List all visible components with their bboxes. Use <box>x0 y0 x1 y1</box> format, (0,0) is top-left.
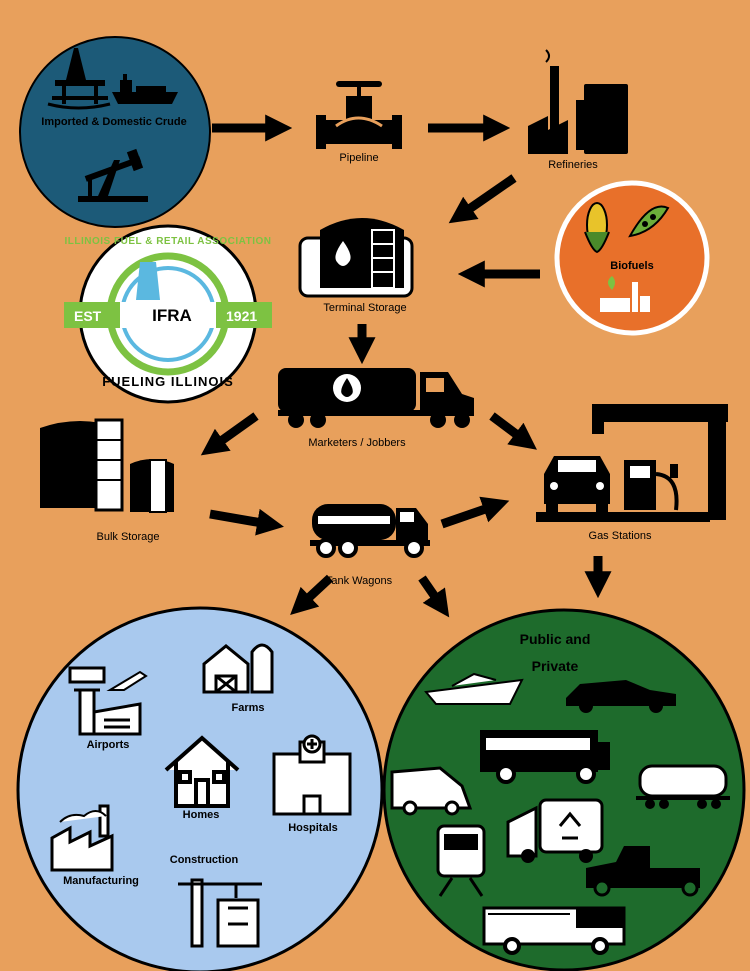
tanker-ship-icon <box>112 74 178 104</box>
marketers-label: Marketers / Jobbers <box>308 437 406 449</box>
arrow-wagons-to-gas <box>440 496 510 529</box>
sedan-icon <box>566 680 676 713</box>
ifra-logo <box>64 224 272 404</box>
farms-label: Farms <box>231 702 265 714</box>
bulk-tank-icon <box>40 418 174 513</box>
hangar-icon <box>92 702 142 736</box>
silo-icon <box>250 643 274 694</box>
school-bus-icon <box>480 730 610 784</box>
crude-label: Imported & Domestic Crude <box>41 116 187 128</box>
hospital-icon <box>272 734 352 816</box>
flow-arrows <box>200 114 612 618</box>
logo-est: EST <box>74 308 102 324</box>
logo-mark: IFRA <box>152 306 192 325</box>
oil-rig-icon <box>47 48 111 110</box>
train-icon <box>436 824 486 897</box>
logo-year: 1921 <box>226 308 258 324</box>
gas-station-icon <box>536 404 728 522</box>
pumpjack-icon <box>78 148 148 202</box>
terminal-label: Terminal Storage <box>323 302 407 314</box>
fuel-pump-icon <box>624 460 679 511</box>
plant-factory-icon <box>600 276 650 312</box>
manufacturing-label: Manufacturing <box>63 875 139 887</box>
pea-pod-icon <box>628 205 670 238</box>
biofuels-label: Biofuels <box>610 260 654 272</box>
arrow-refineries-to-terminal <box>448 174 517 224</box>
pipeline-label: Pipeline <box>339 152 379 164</box>
logo-top-text: ILLINOIS FUEL & RETAIL ASSOCIATION <box>64 236 272 247</box>
car-icon <box>544 456 610 512</box>
green-title-line2: Private <box>531 658 579 674</box>
logo-bottom-text: FUELING ILLINOIS <box>102 374 234 389</box>
homes-label: Homes <box>182 809 220 821</box>
arrow-bulk-to-wagons <box>209 508 284 536</box>
gas-stations-label: Gas Stations <box>588 530 652 542</box>
pipeline-valve-icon <box>316 81 402 149</box>
green-title-line1: Public and <box>519 631 591 647</box>
hospitals-label: Hospitals <box>288 822 338 834</box>
recycling-truck-icon <box>506 798 604 863</box>
semi-truck-icon <box>586 846 700 897</box>
refinery-icon <box>528 49 628 154</box>
airplane-icon <box>106 670 148 691</box>
rail-tank-car-icon <box>636 764 730 809</box>
factory-icon <box>50 804 114 872</box>
tanker-truck-icon <box>278 368 474 428</box>
tank-wagons-label: Tank Wagons <box>325 575 393 587</box>
arrow-marketers-to-bulk <box>200 412 259 456</box>
refineries-label: Refineries <box>548 159 598 171</box>
construction-label: Construction <box>169 854 239 866</box>
arrow-wagons-to-green <box>418 575 450 618</box>
storage-tank-icon <box>298 218 414 298</box>
crane-icon <box>178 878 262 948</box>
bulk-label: Bulk Storage <box>96 531 160 543</box>
corn-icon <box>584 202 610 254</box>
van-icon <box>390 766 473 816</box>
fire-truck-icon <box>482 906 626 955</box>
airports-label: Airports <box>86 739 130 751</box>
control-tower-icon <box>68 666 106 736</box>
arrow-marketers-to-gas <box>489 412 537 450</box>
house-icon <box>164 735 240 808</box>
arrow-wagons-to-blue <box>290 574 334 616</box>
tank-wagon-icon <box>310 504 430 558</box>
barn-icon <box>202 644 250 694</box>
boat-icon <box>424 672 524 705</box>
